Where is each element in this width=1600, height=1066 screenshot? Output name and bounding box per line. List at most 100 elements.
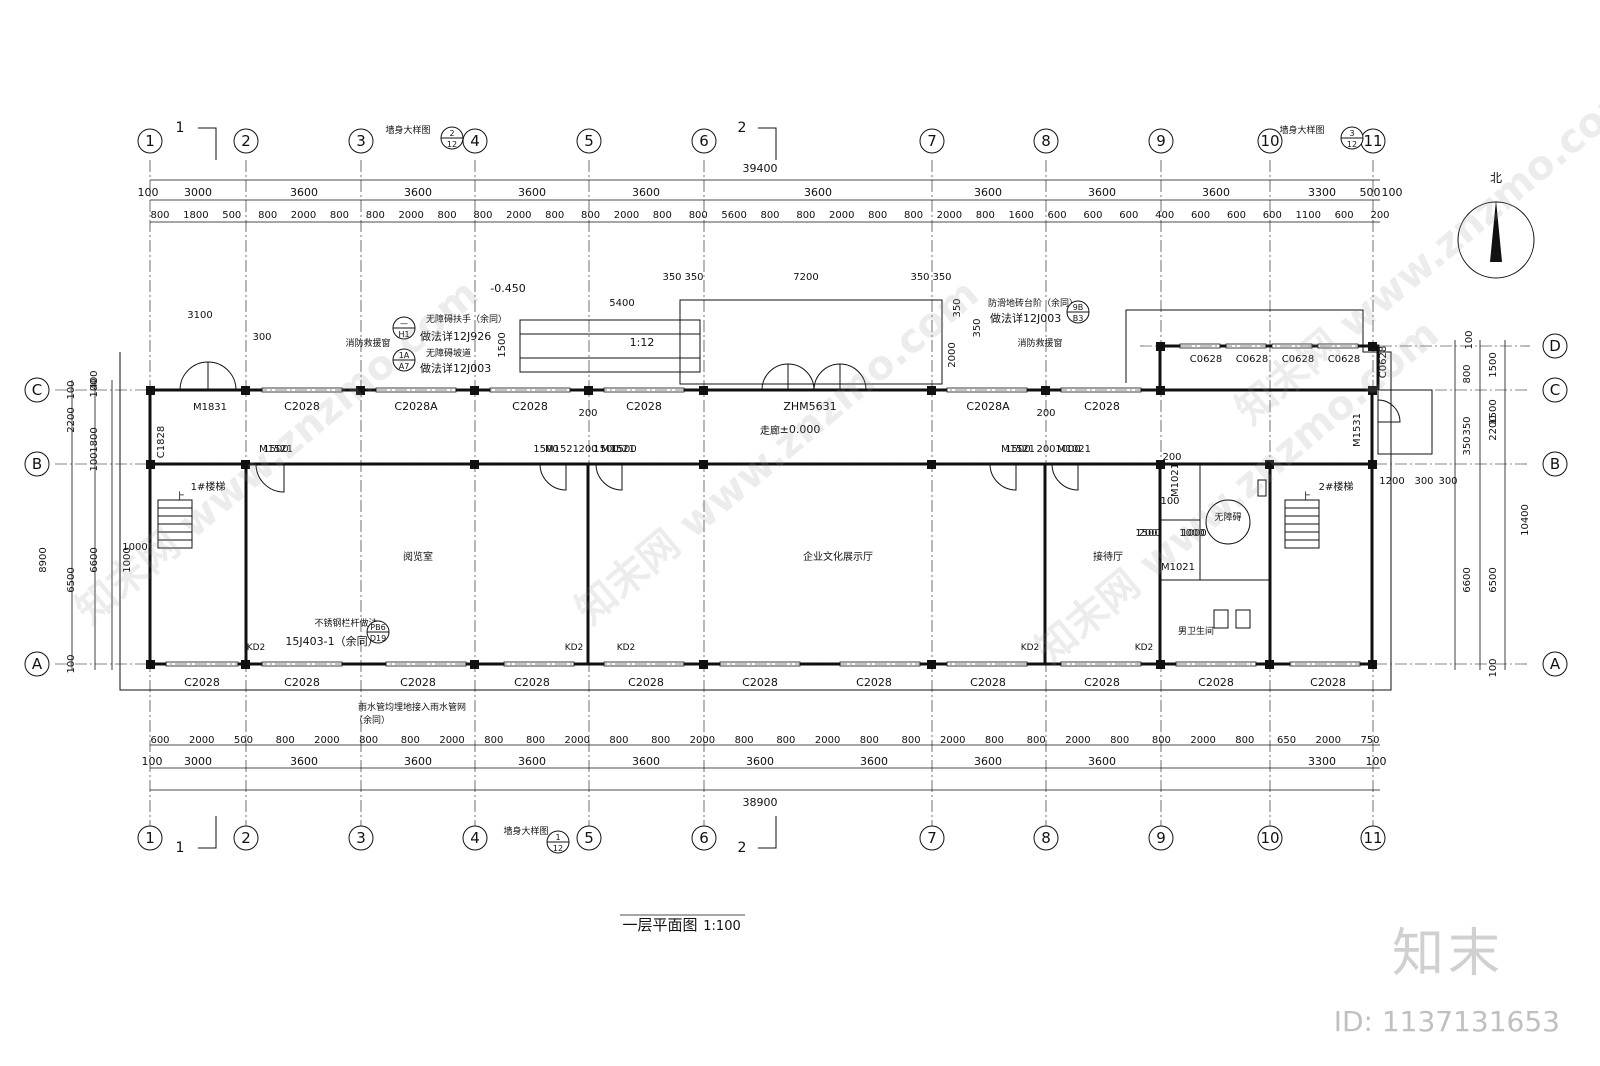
dim-bottom-detail: 650 <box>1277 735 1296 746</box>
axis-bubble-top-7 <box>919 128 945 154</box>
dim-top-detail: 600 <box>1227 210 1246 221</box>
axis-bubble-top-6-label: 6 <box>699 132 709 150</box>
dim-bottom-detail: 800 <box>735 735 754 746</box>
axis-bubble-left-B-label: B <box>32 455 42 473</box>
axis-bubble-top-5-label: 5 <box>584 132 594 150</box>
dim-overall-top: 39400 <box>743 162 778 175</box>
dim-overall-bottom: 38900 <box>743 796 778 809</box>
grid-lines <box>55 160 1530 826</box>
axis-bubble-right-B <box>1542 451 1568 477</box>
dim-bottom-detail: 2000 <box>1065 735 1090 746</box>
axis-bubble-top-9-label: 9 <box>1156 132 1166 150</box>
dim-top-detail: 600 <box>1119 210 1138 221</box>
dim-right: 100 <box>1488 658 1499 677</box>
stair-up-2: 上 <box>1301 491 1311 503</box>
dim-misc: 200 <box>1138 528 1157 539</box>
dim-right: 300 <box>1438 476 1457 487</box>
dim-right: 6600 <box>1462 567 1473 592</box>
note-railing: 不锈钢栏杆做法 <box>314 617 377 629</box>
note-fire-window: 消防救援窗 <box>345 337 390 349</box>
detail-ref-wall-1-bottom: 12 <box>553 844 563 853</box>
opening-east: C0628 <box>1282 354 1314 365</box>
axis-bubble-bottom-4-label: 4 <box>470 829 480 847</box>
dim-top-bay: 3600 <box>518 186 546 199</box>
dim-right: 800 <box>1462 364 1473 383</box>
room-corridor: 走廊 <box>760 424 780 437</box>
opening-north: C2028 <box>626 400 662 413</box>
elevation-ground: ±0.000 <box>780 423 821 436</box>
detail-ref-b3-bottom: B3 <box>1073 314 1084 323</box>
dim-left: 400 <box>89 370 100 389</box>
axis-bubble-bottom-7-label: 7 <box>927 829 937 847</box>
axis-bubble-right-C <box>1542 377 1568 403</box>
brand-logo: 知末 <box>1391 924 1504 984</box>
axis-bubble-top-1-label: 1 <box>145 132 155 150</box>
axis-bubble-right-B-label: B <box>1550 455 1560 473</box>
dim-top-detail: 800 <box>760 210 779 221</box>
dim-top-detail: 600 <box>1048 210 1067 221</box>
dim-misc: 1000 <box>1179 528 1204 539</box>
dim-top-detail: 2000 <box>291 210 316 221</box>
room-stair-2: 2#楼梯 <box>1319 480 1354 493</box>
dim-bottom-bay: 3600 <box>290 755 318 768</box>
dim-bottom-detail: 600 <box>150 735 169 746</box>
detail-ref-d19-top: PB6 <box>370 623 385 632</box>
dim-right: 1200 <box>1379 476 1404 487</box>
opening-south: C2028 <box>400 676 436 689</box>
dim-ramp: 350 <box>952 298 963 317</box>
door-tag: M1521 <box>1001 444 1035 455</box>
opening-south: C2028 <box>184 676 220 689</box>
dim-left: 8900 <box>38 547 49 572</box>
axis-bubble-right-D <box>1542 333 1568 359</box>
dim-top-detail: 1600 <box>1008 210 1033 221</box>
dim-bottom-detail: 800 <box>1152 735 1171 746</box>
drawing-title: 一层平面图 <box>622 916 697 934</box>
dim-bottom-detail: 2000 <box>565 735 590 746</box>
dim-top-detail: 800 <box>904 210 923 221</box>
dim-bottom-bay: 100 <box>1366 755 1387 768</box>
opening-east: C0628 <box>1328 354 1360 365</box>
kd-tag: KD2 <box>247 643 266 653</box>
dim-ramp: 7200 <box>793 272 818 283</box>
kd-tag: KD2 <box>1021 643 1040 653</box>
dim-left: 2200 <box>66 407 77 432</box>
note-handrail-ref: 做法详12J926 <box>420 329 491 343</box>
dim-misc: 100 <box>1160 496 1179 507</box>
dim-top-detail: 800 <box>689 210 708 221</box>
dim-top-detail: 2000 <box>506 210 531 221</box>
dim-top-bay: 3600 <box>1088 186 1116 199</box>
section-mark-2: 2 <box>738 840 747 856</box>
door-tag: M1831 <box>193 402 227 413</box>
dim-bottom-bay: 3000 <box>184 755 212 768</box>
opening-south: C2028 <box>970 676 1006 689</box>
axis-bubble-top-3-label: 3 <box>356 132 366 150</box>
dim-left: 100 <box>89 452 100 471</box>
dim-top-detail: 600 <box>1083 210 1102 221</box>
dim-top-detail: 2000 <box>614 210 639 221</box>
axis-bubble-top-3 <box>348 128 374 154</box>
door-swings <box>179 361 1401 493</box>
dim-top-detail: 500 <box>222 210 241 221</box>
door-tag: M1021 <box>1170 463 1181 497</box>
dim-bottom-detail: 2000 <box>690 735 715 746</box>
room-stair-1: 1#楼梯 <box>191 480 226 493</box>
dim-bottom-bay: 3600 <box>404 755 432 768</box>
dim-misc: 200 <box>1036 444 1055 455</box>
toilet-fixtures <box>1205 479 1267 629</box>
dim-top-bay: 3600 <box>404 186 432 199</box>
opening-north: ZHM5631 <box>783 400 836 413</box>
detail-ref-wall-3-top: 3 <box>1349 129 1354 138</box>
dim-bottom-detail: 2000 <box>189 735 214 746</box>
opening-south: C2028 <box>514 676 550 689</box>
room-reception: 接待厅 <box>1093 550 1123 563</box>
dim-bottom-bay: 3600 <box>746 755 774 768</box>
dim-bottom-detail: 800 <box>1110 735 1129 746</box>
dim-top-detail: 600 <box>1263 210 1282 221</box>
note-wall-detail: 墙身大样图 <box>385 124 430 136</box>
room-reading: 阅览室 <box>403 550 433 563</box>
drawing-scale: 1:100 <box>703 919 740 934</box>
axis-bubble-bottom-9 <box>1148 825 1174 851</box>
dim-ramp: 5400 <box>609 298 634 309</box>
axis-bubble-bottom-6-label: 6 <box>699 829 709 847</box>
axis-bubble-top-7-label: 7 <box>927 132 937 150</box>
